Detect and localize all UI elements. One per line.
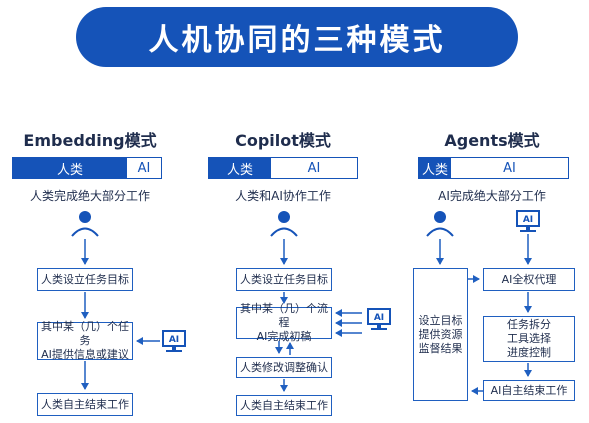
embedding-mode-title: Embedding模式 [23, 131, 157, 150]
copilot-monitor-icon: AI [367, 308, 391, 330]
copilot-step-finish: 人类自主结束工作 [236, 395, 332, 416]
agents-person-icon [426, 211, 454, 237]
embedding-monitor-icon: AI [162, 330, 186, 352]
copilot-person-icon [270, 211, 298, 237]
agents-mode-title: Agents模式 [444, 131, 540, 150]
embedding-description: 人类完成绝大部分工作 [29, 189, 150, 203]
embedding-ai-share: AI [137, 160, 151, 176]
copilot-step-set-goal: 人类设立任务目标 [236, 268, 332, 291]
embedding-step-ai-suggest: 其中某（几）个任务 AI提供信息或建议 [37, 320, 133, 361]
agents-description: AI完成绝大部分工作 [438, 189, 546, 203]
agents-human-oversight: 设立目标 提供资源 监督结果 [413, 268, 468, 401]
embedding-ratio-bar: 人类 AI [12, 157, 162, 179]
agents-step-ai-finish: AI自主结束工作 [483, 380, 575, 401]
agents-ratio-bar: 人类 AI [418, 157, 569, 179]
page-title: 人机协同的三种模式 [148, 23, 446, 58]
copilot-ai-share: AI [307, 160, 321, 176]
embedding-step-finish: 人类自主结束工作 [37, 393, 133, 416]
title-banner: 人机协同的三种模式 [76, 7, 518, 67]
agents-monitor-icon: AI [516, 210, 540, 232]
agents-ai-share: AI [503, 160, 516, 176]
embedding-monitor-label: AI [169, 335, 179, 345]
copilot-step-human-revise: 人类修改调整确认 [236, 357, 332, 378]
copilot-mode-title: Copilot模式 [235, 131, 331, 150]
agents-step-task-breakdown: 任务拆分 工具选择 进度控制 [483, 316, 575, 362]
embedding-person-icon [71, 211, 99, 237]
copilot-monitor-label: AI [374, 313, 384, 323]
copilot-human-share: 人类 [209, 158, 271, 178]
embedding-human-share: 人类 [13, 158, 127, 178]
copilot-description: 人类和AI协作工作 [235, 189, 331, 203]
agents-monitor-label: AI [523, 215, 533, 225]
copilot-ratio-bar: 人类 AI [208, 157, 358, 179]
agents-human-share: 人类 [419, 158, 451, 178]
embedding-step-set-goal: 人类设立任务目标 [37, 268, 133, 291]
agents-step-ai-proxy: AI全权代理 [483, 268, 575, 291]
